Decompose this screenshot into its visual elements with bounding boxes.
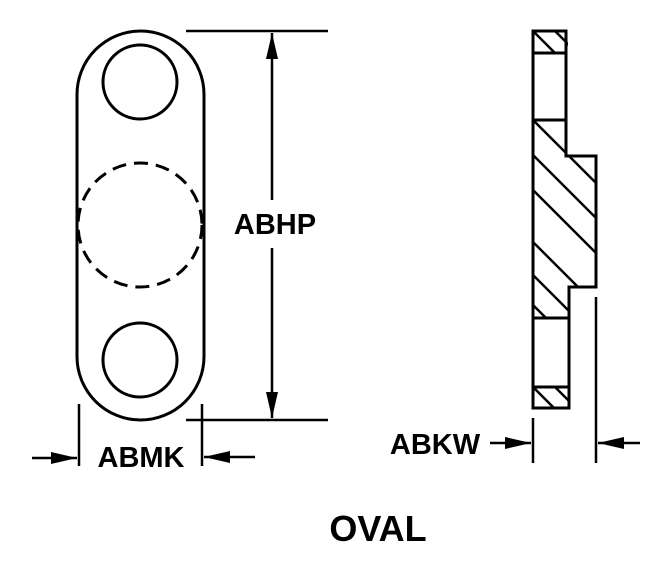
- bottom-hole: [101, 321, 179, 399]
- dimension-label-abhp: ABHP: [234, 209, 316, 241]
- front-view: [75, 29, 206, 422]
- center-hole-hidden: [76, 161, 204, 289]
- side-section-view: [531, 29, 598, 410]
- thickness-dimension: [490, 297, 640, 463]
- height-dimension: [186, 29, 328, 422]
- shape-name-label: OVAL: [329, 508, 426, 549]
- top-hole: [101, 43, 179, 121]
- dimension-label-abmk: ABMK: [98, 442, 185, 474]
- dimension-label-abkw: ABKW: [390, 429, 481, 461]
- width-dimension: [32, 404, 255, 466]
- oval-outline: [75, 29, 206, 422]
